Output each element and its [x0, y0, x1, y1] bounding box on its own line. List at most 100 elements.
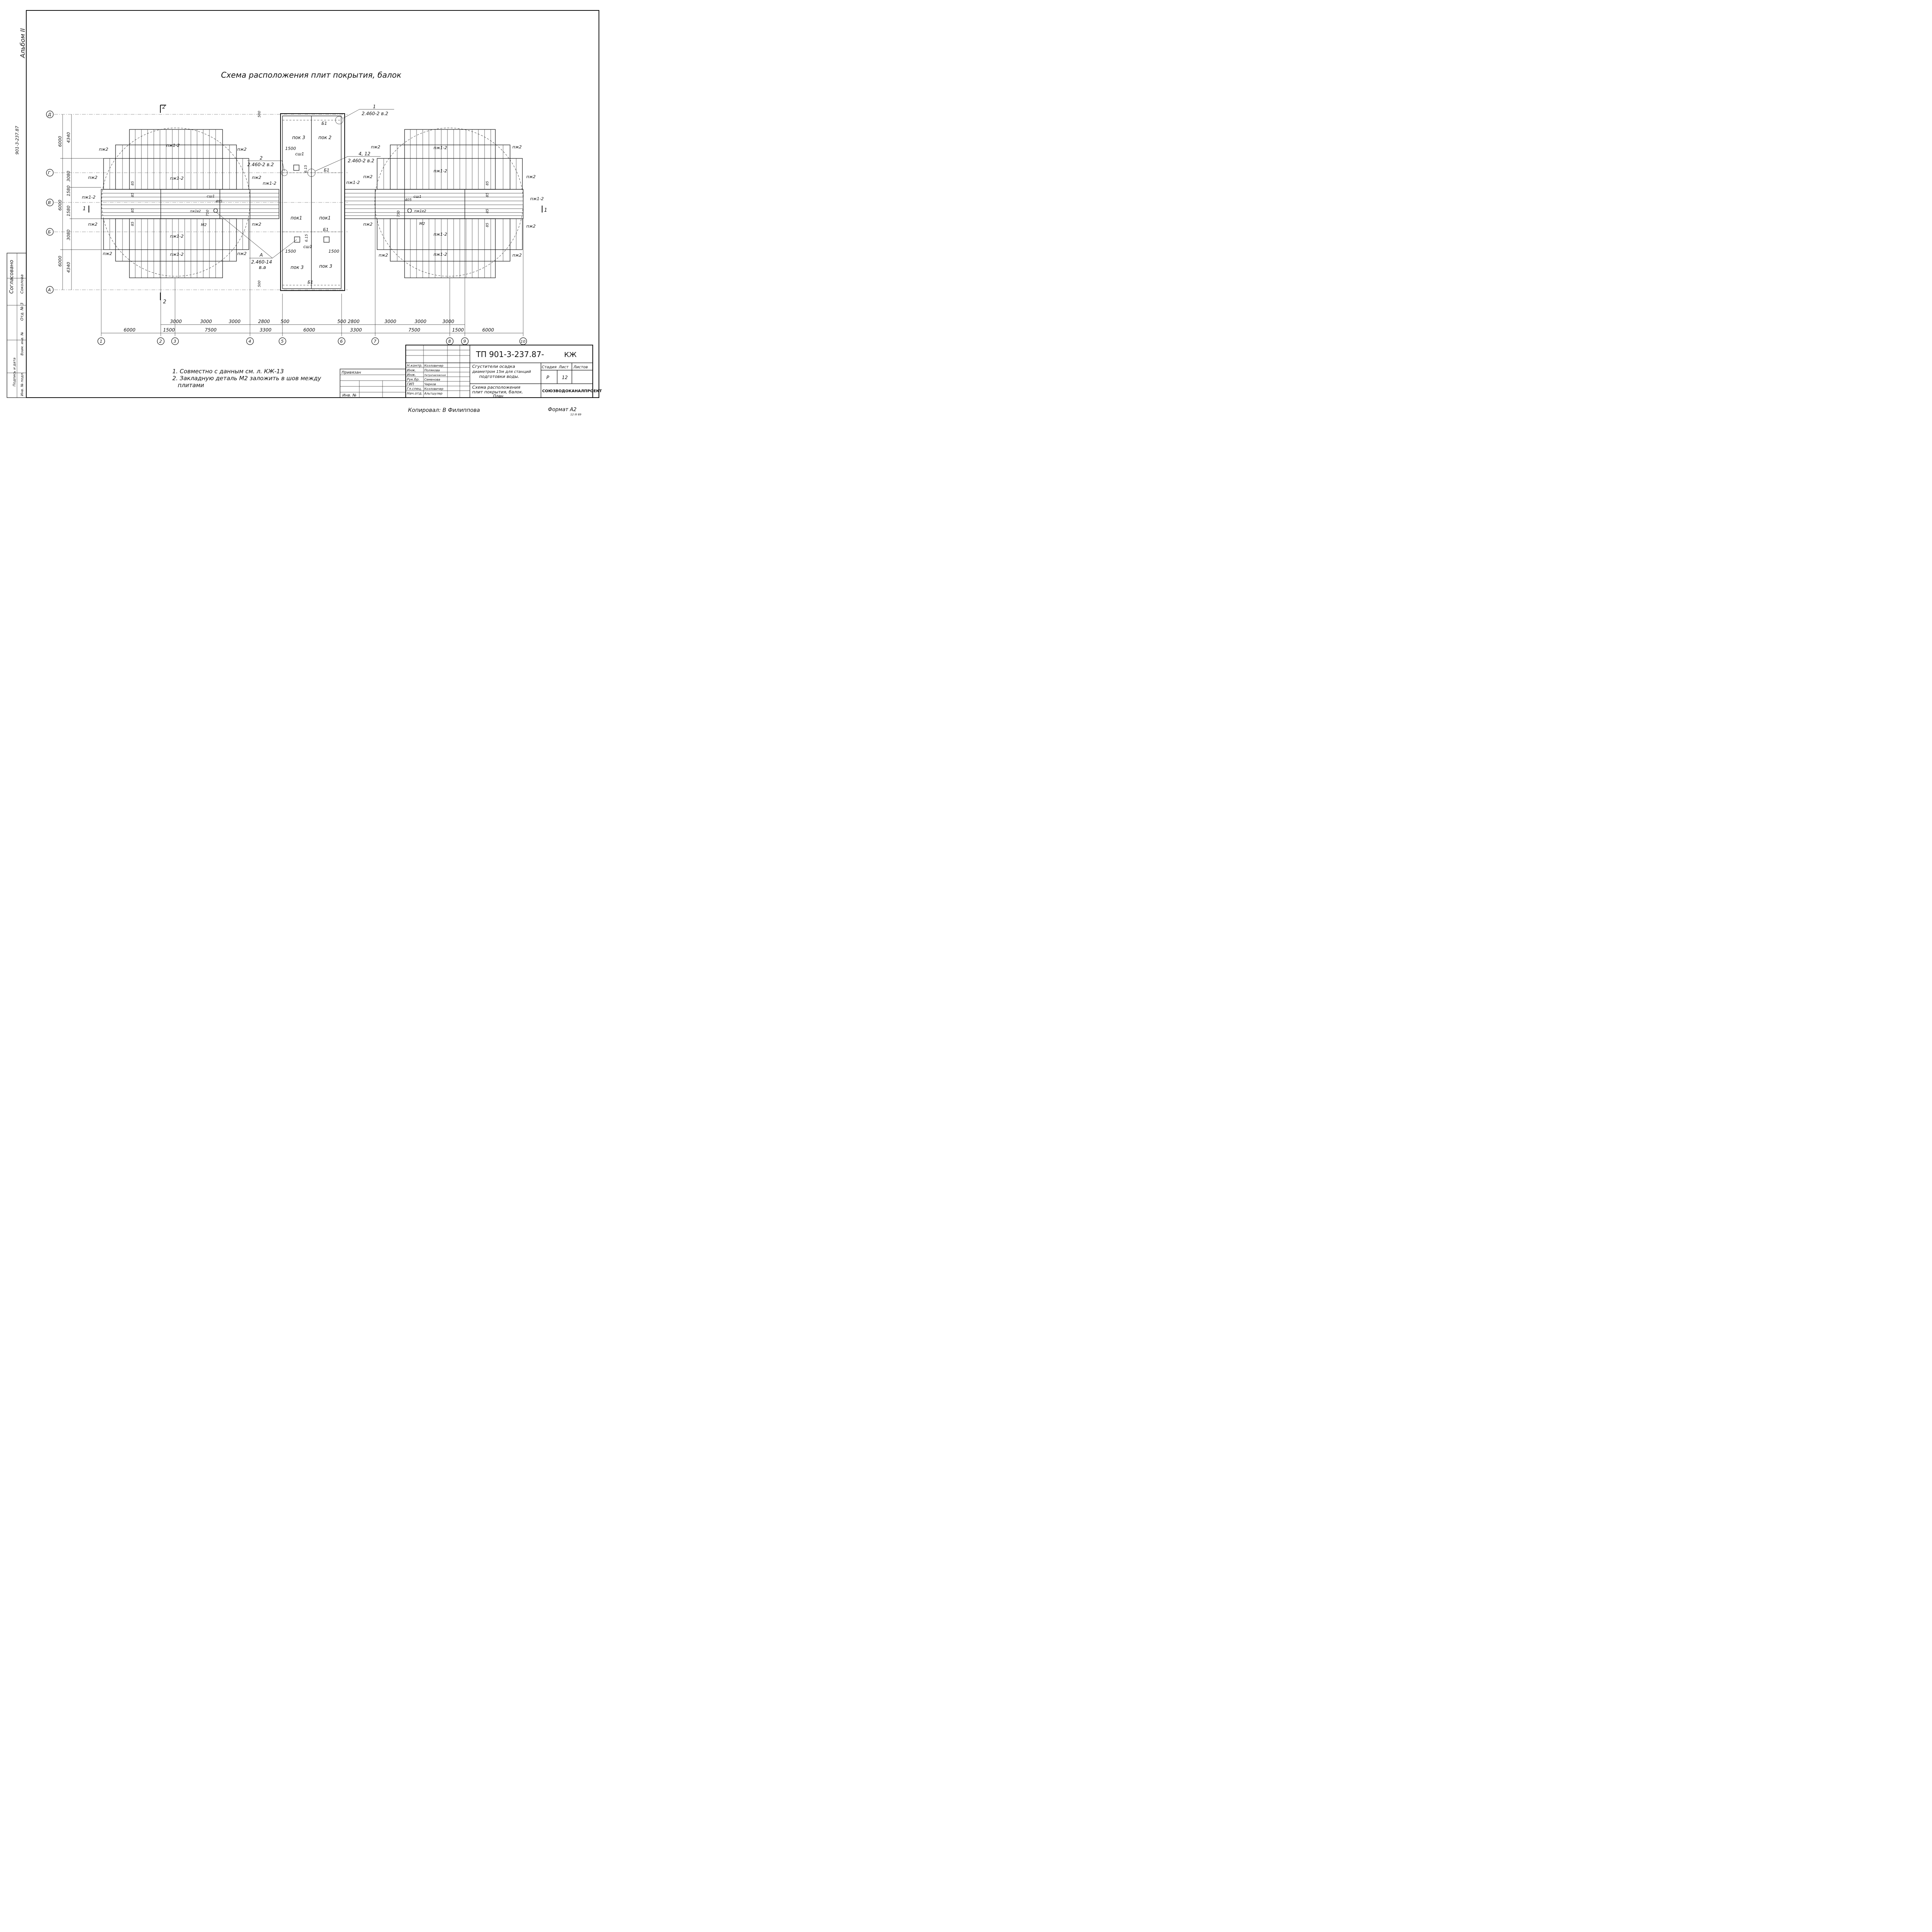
- stamp-stage-header: Стадия: [542, 365, 556, 369]
- stamp-role-5: ГИП: [407, 383, 414, 386]
- label-r-pzh1-2-c: пж1-2: [434, 232, 447, 237]
- axis-5: 5: [281, 339, 284, 344]
- stamp-project-3: подготовки воды.: [479, 374, 519, 379]
- axis-B: Б: [48, 230, 51, 235]
- axis-10: 10: [520, 340, 526, 344]
- stamp-role-7: Нач.отд.: [407, 392, 422, 396]
- dim-bottom-2: 1500: [163, 327, 175, 333]
- stamp-name-1: Козловичер: [424, 364, 443, 367]
- label-r-pzh2-g: пж2: [526, 224, 536, 229]
- label-m2-left: М2: [201, 223, 207, 227]
- stamp-mark: КЖ: [564, 351, 577, 359]
- axis-markers-horizontal: Д Г В Б А: [46, 111, 54, 294]
- label-r-pzh2-c: пж2: [363, 222, 372, 227]
- callout-1-num: 1: [373, 104, 376, 109]
- section-1-right: 1: [544, 207, 547, 213]
- label-b1-c: Б1: [323, 227, 329, 232]
- label-r-pzh2-f: пж2: [526, 174, 536, 179]
- label-pok3-b: пок 3: [291, 265, 304, 270]
- label-sh1-left: сш1: [207, 194, 215, 199]
- label-pok3-c: пок 3: [319, 264, 332, 269]
- dim-bottom-upper-7: 2800: [348, 319, 360, 324]
- label-r-pzh2-a: пж2: [371, 145, 380, 150]
- label-85-d: 85: [131, 221, 135, 226]
- stamp-role-4: Рук.бр.: [407, 378, 420, 382]
- stamp-stage: Р: [546, 375, 549, 380]
- callouts: 1 2.460-2 в.2 2 2.460-2 в.2 4, 12 2.460-…: [215, 104, 394, 270]
- dim-bottom-8: 1500: [452, 327, 464, 333]
- label-sh1-c1: сш1: [295, 151, 304, 156]
- stamp-doc-code: ТП 901-3-237.87-: [476, 350, 544, 359]
- dim-bottom-upper-3: 3000: [229, 319, 241, 324]
- label-pzh2-e: пж2: [237, 147, 247, 152]
- label-r-pzh1-2-b: пж1-2: [434, 168, 447, 173]
- dim-bottom-upper-5: 500: [281, 319, 289, 324]
- dim-left-inner-4: 1580: [66, 206, 71, 216]
- axis-markers-vertical: 1 2 3 4 5 6 7 8 9 10: [97, 337, 527, 345]
- label-r-pzh1e2: пж1е2: [414, 209, 426, 213]
- bottom-dimensions: 6000 1500 7500 3300 6000 3300 7500 1500 …: [101, 319, 523, 333]
- axis-8: 8: [448, 339, 451, 344]
- label-r-sh1: сш1: [413, 195, 422, 199]
- dim-bottom-upper-8: 3000: [384, 319, 396, 324]
- stamp-name-3: Петропавловская: [424, 374, 446, 377]
- label-pok1-b: пок1: [319, 215, 331, 221]
- axis-9: 9: [463, 339, 466, 344]
- left-inv-orig: Инв. № подл.: [20, 372, 24, 396]
- axis-G: Г: [48, 170, 51, 175]
- label-b1-b: Б1: [324, 168, 330, 173]
- left-thickener: [101, 128, 279, 278]
- left-sign-date: Подпись и дата: [13, 357, 17, 386]
- label-sh1-c2: сш1: [303, 244, 312, 249]
- dim-left-outer-1: 6000: [58, 136, 63, 147]
- left-name: Соколова: [20, 274, 24, 294]
- stamp-sheet-2: плит покрытия, балок.: [472, 389, 523, 395]
- note-2: 2. Закладную деталь М2 заложить в шов ме…: [172, 375, 321, 382]
- stamp-sheet-3: План: [493, 394, 503, 398]
- stamp-role-1: Н.контр.: [407, 364, 422, 368]
- dim-bottom-upper-6: 500: [337, 319, 346, 324]
- label-pzh1-2-a: пж1-2: [166, 143, 180, 148]
- label-pzh2-b: пж2: [88, 175, 97, 180]
- label-85-c: 85: [131, 208, 135, 213]
- dim-bottom-upper-4: 2800: [258, 319, 270, 324]
- callout-A-ref: 2.460-14: [251, 259, 272, 265]
- dim-bottom-7: 7500: [408, 327, 420, 333]
- sheet-format: Формат А2: [548, 407, 577, 413]
- stamp-sheets-header: Листов: [573, 365, 588, 369]
- stamp-name-4: Семенова: [424, 378, 440, 381]
- label-pzh2-f: пж2: [252, 175, 261, 180]
- label-615-a: 6.15: [304, 165, 308, 173]
- section-2-bottom: 2: [163, 299, 166, 305]
- label-pzh2-a: пж2: [99, 147, 108, 152]
- stamp-name-7: Альтшулер: [424, 392, 442, 395]
- label-r-85-a: 85: [486, 181, 490, 185]
- left-dept: Отд. № 3: [20, 303, 24, 321]
- label-b1-a: Б1: [321, 121, 327, 126]
- callout-A-sub: в.а: [259, 265, 266, 270]
- stamp-org: СОЮЗВОДОКАНАЛПРОЕКТ: [542, 389, 602, 393]
- axis-6: 6: [340, 339, 343, 344]
- label-500-top: 500: [258, 111, 262, 117]
- label-pzh1-2-e: пж1-2: [82, 195, 95, 200]
- label-1500-c: 1500: [328, 249, 339, 254]
- dim-bottom-upper-2: 3000: [200, 319, 212, 324]
- label-85-b: 85: [131, 192, 135, 197]
- dim-left-inner-1: 4340: [66, 132, 71, 143]
- label-pzh2-h: пж2: [237, 251, 247, 256]
- label-r-pzh1-2-e: пж1-2: [530, 196, 544, 201]
- labels-left: пж1-2 пж1-2 пж1-2 пж1-2 пж1-2 пж1-2 пж2 …: [82, 143, 276, 257]
- callout-1-ref: 2.460-2 в.2: [362, 111, 388, 116]
- dim-left-inner-2: 3080: [66, 171, 71, 182]
- label-85-a: 85: [131, 181, 135, 185]
- dim-bottom-upper-10: 3000: [442, 319, 454, 324]
- label-pzh1e2-left: пж1е2: [190, 209, 201, 213]
- stamp-sheet-header: Лист: [558, 365, 569, 369]
- label-pzh1-2-b: пж1-2: [170, 176, 184, 181]
- labels-center: пок 3 пок 2 пок1 пок1 пок 3 пок 3 Б1 Б1 …: [258, 111, 339, 287]
- stamp-role-2: Инж.: [407, 369, 416, 372]
- sheet-format-sub: 12 III 89: [570, 413, 582, 416]
- side-code: 901-3-237.87: [15, 126, 20, 155]
- callout-2-num: 2: [260, 155, 263, 161]
- notes: 1. Совместно с данным см. л. КЖ-13 2. За…: [172, 368, 321, 389]
